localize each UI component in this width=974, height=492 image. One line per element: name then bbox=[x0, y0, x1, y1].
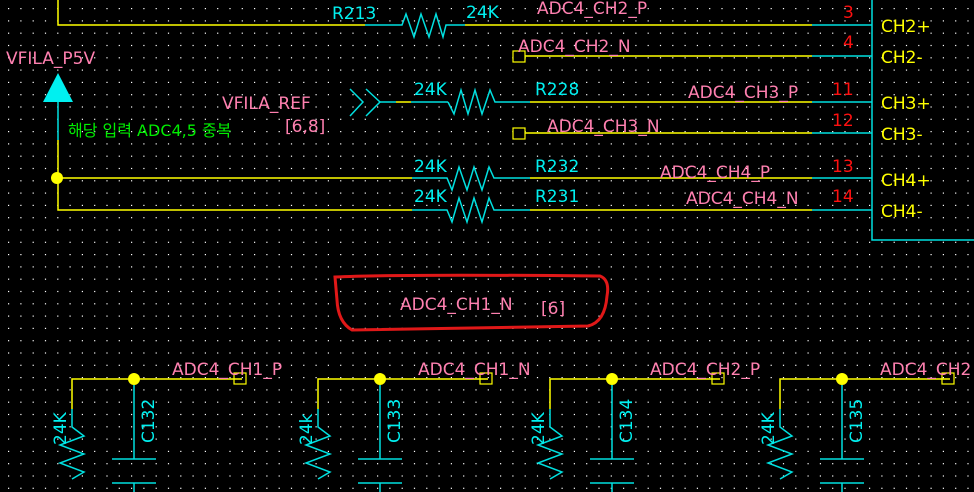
power-symbol-vfila-p5v[interactable]: VFILA_P5V bbox=[6, 49, 95, 140]
offpage-ref: [6,8] bbox=[285, 117, 325, 137]
pin-number: 4 bbox=[843, 33, 854, 53]
highlight-annotation[interactable]: ADC4_CH1_N [6] bbox=[333, 273, 610, 332]
filter-capacitor bbox=[590, 385, 634, 492]
highlight-circle bbox=[333, 273, 610, 332]
net-port[interactable] bbox=[711, 372, 725, 385]
filter-cap-ref: C132 bbox=[139, 399, 159, 443]
pin-name: CH4+ bbox=[881, 171, 931, 191]
resistor-ref: R232 bbox=[535, 157, 579, 177]
filter-resistor bbox=[303, 409, 333, 480]
pin-number: 13 bbox=[832, 157, 854, 177]
filter-wire bbox=[71, 378, 242, 409]
resistor-ref: R231 bbox=[535, 187, 579, 207]
wire-top-r213 bbox=[57, 0, 397, 26]
net-port-ch3-n[interactable] bbox=[512, 127, 526, 140]
filter-res-value: 24K bbox=[529, 411, 549, 445]
net-port[interactable] bbox=[479, 372, 493, 385]
resistor-r232[interactable]: 24K R232 bbox=[412, 157, 579, 193]
filter-net-label: ADC4_CH1_N bbox=[418, 360, 531, 380]
net-label-ch2-p: ADC4_CH2_P bbox=[537, 0, 647, 19]
junction-dot bbox=[374, 373, 386, 385]
net-port[interactable] bbox=[941, 372, 955, 385]
resistor-r213[interactable]: R213 24K bbox=[332, 3, 500, 40]
power-label: VFILA_P5V bbox=[6, 49, 95, 69]
resistor-ref: R228 bbox=[535, 80, 579, 100]
resistor-ref: R213 bbox=[332, 4, 376, 24]
net-label-ch3-n: ADC4_CH3_N bbox=[547, 117, 660, 137]
rc-filter-3[interactable]: ADC4_CH2 24K C135 bbox=[759, 360, 971, 492]
net-label-ch2-n: ADC4_CH2_N bbox=[518, 37, 631, 57]
resistor-r228[interactable]: 24K R228 bbox=[414, 80, 579, 117]
filter-capacitor bbox=[358, 385, 402, 492]
net-label-ch4-n: ADC4_CH4_N bbox=[686, 189, 799, 209]
filter-res-value: 24K bbox=[51, 411, 71, 445]
pin-name: CH4- bbox=[881, 202, 923, 222]
ic-pin-13[interactable]: 13 CH4+ bbox=[832, 157, 931, 191]
pin-number: 11 bbox=[832, 80, 854, 100]
offpage-arrow-icon bbox=[349, 88, 382, 117]
junction-dot bbox=[606, 373, 618, 385]
resistor-value: 24K bbox=[414, 157, 448, 177]
highlight-net: ADC4_CH1_N bbox=[400, 295, 513, 315]
offpage-label: VFILA_REF bbox=[222, 94, 311, 114]
rc-filter-2[interactable]: ADC4_CH2_P 24K C134 bbox=[529, 360, 760, 492]
junction-dot bbox=[836, 373, 848, 385]
resistor-value: 24K bbox=[414, 187, 448, 207]
junction-dot bbox=[128, 373, 140, 385]
filter-net-label: ADC4_CH2_P bbox=[650, 360, 760, 380]
pin-name: CH3+ bbox=[881, 94, 931, 114]
ic-pin-14[interactable]: 14 CH4- bbox=[832, 187, 923, 222]
filter-cap-ref: C133 bbox=[385, 399, 405, 443]
filter-res-value: 24k bbox=[297, 413, 317, 445]
pin-number: 3 bbox=[843, 3, 854, 23]
resistor-r231[interactable]: 24K R231 bbox=[412, 187, 579, 225]
comment-note: 해당 입력 ADC4,5 중복 bbox=[68, 121, 231, 140]
rc-filter-0[interactable]: ADC4_CH1_P 24K C132 bbox=[51, 360, 282, 492]
ic-body[interactable] bbox=[871, 0, 974, 241]
pin-number: 12 bbox=[832, 111, 854, 131]
net-label-ch4-p: ADC4_CH4_P bbox=[660, 163, 770, 183]
filter-wire bbox=[317, 378, 488, 409]
filter-resistor bbox=[57, 409, 87, 480]
filter-resistor bbox=[535, 409, 565, 480]
filter-resistor bbox=[765, 409, 795, 480]
filter-res-value: 24K bbox=[759, 411, 779, 445]
net-label-ch3-p: ADC4_CH3_P bbox=[688, 83, 798, 103]
filter-capacitor bbox=[112, 385, 156, 492]
net-port[interactable] bbox=[233, 372, 247, 385]
ic-pin-11[interactable]: 11 CH3+ bbox=[832, 80, 931, 114]
pin-name: CH2- bbox=[881, 48, 923, 68]
resistor-value: 24K bbox=[414, 80, 448, 100]
ic-pin-4[interactable]: 4 CH2- bbox=[843, 33, 923, 68]
rc-filter-1[interactable]: ADC4_CH1_N 24k C133 bbox=[297, 360, 531, 492]
grid-dots bbox=[8, 8, 969, 489]
pin-number: 14 bbox=[832, 187, 854, 207]
filter-cap-ref: C134 bbox=[617, 399, 637, 443]
filter-cap-ref: C135 bbox=[847, 399, 867, 443]
highlight-ref: [6] bbox=[541, 299, 565, 319]
resistor-value: 24K bbox=[466, 3, 500, 23]
ic-pin-12[interactable]: 12 CH3- bbox=[832, 111, 923, 145]
ic-pin-3[interactable]: 3 CH2+ bbox=[843, 3, 931, 37]
pin-name: CH2+ bbox=[881, 17, 931, 37]
filter-capacitor bbox=[820, 385, 864, 492]
offpage-connector-vfila-ref[interactable]: VFILA_REF [6,8] bbox=[222, 88, 382, 137]
filter-net-label: ADC4_CH2 bbox=[880, 360, 971, 380]
wire-p5v-rail bbox=[57, 140, 412, 211]
filter-net-label: ADC4_CH1_P bbox=[172, 360, 282, 380]
filter-wire bbox=[779, 378, 950, 409]
power-arrow-icon bbox=[43, 73, 73, 102]
pin-name: CH3- bbox=[881, 125, 923, 145]
filter-wire bbox=[549, 378, 720, 409]
